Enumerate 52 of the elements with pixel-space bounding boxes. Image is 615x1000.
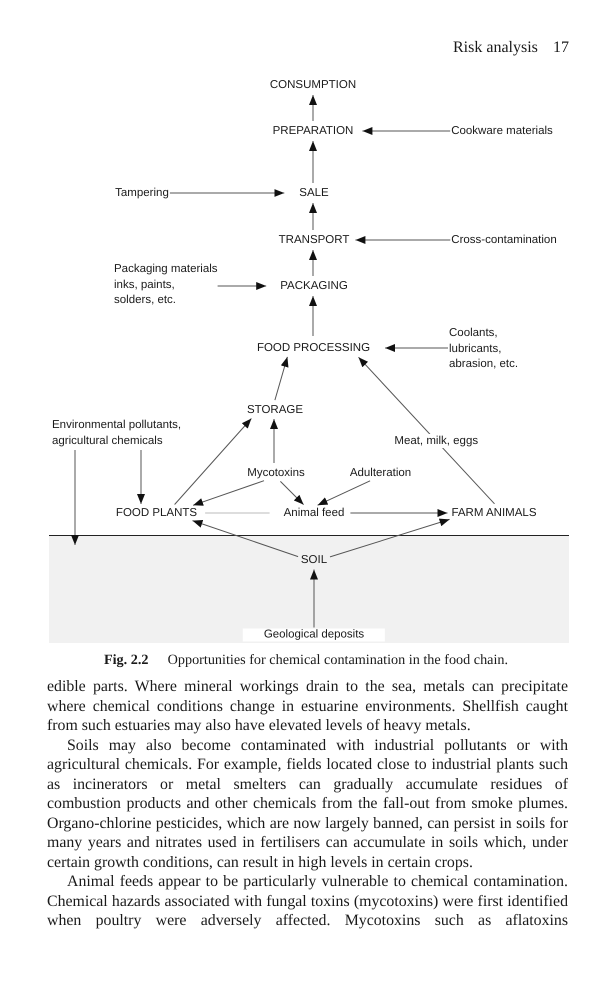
- body-paragraph: Soils may also become contaminated with industrial pollutants or with agricultural chemicals. For example, fields located close to industrial plants such as incinerators or metal smelters can gradually accumulate residues of combustion products and other chemicals from the fall-out from smoke plumes. Organo-chlorine pesticides, which are now largely banned, can persist in soils for many years and nitrates used in fertilisers can accumulate in soils which, under certain growth conditions, can result in high levels in certain crops.: [47, 736, 568, 872]
- arrow: [309, 94, 317, 122]
- arrow: [309, 202, 317, 230]
- edge-label: Meat, milk, eggs: [392, 434, 480, 448]
- arrow: [358, 356, 495, 504]
- source-label: Environmental pollutants, agricultural chemicals: [52, 418, 182, 449]
- figure-caption: Fig. 2.2 Opportunities for chemical contamination in the food chain.: [104, 652, 508, 668]
- arrow: [317, 480, 371, 506]
- source-label: Cookware materials: [451, 124, 553, 138]
- arrow: [274, 356, 288, 401]
- stage-label: STORAGE: [246, 403, 304, 417]
- arrow: [362, 127, 451, 135]
- source-label: Mycotoxins: [247, 466, 305, 480]
- stage-label: SOIL: [300, 552, 328, 566]
- page-number: 17: [553, 39, 569, 57]
- arrow: [309, 140, 317, 184]
- stage-label: FOOD PLANTS: [116, 506, 198, 520]
- arrow: [280, 480, 304, 506]
- stage-label: CONSUMPTION: [270, 78, 356, 92]
- arrow: [354, 236, 451, 244]
- running-head: Risk analysis: [453, 39, 538, 57]
- source-label: Packaging materials inks, paints, solders, etc.: [114, 262, 218, 308]
- arrow: [192, 480, 264, 506]
- stage-label: FARM ANIMALS: [452, 506, 536, 520]
- source-label: Geological deposits: [242, 628, 386, 642]
- source-label: Tampering: [115, 186, 169, 200]
- stage-label: SALE: [299, 186, 329, 200]
- stage-label: PACKAGING: [280, 279, 348, 293]
- soil-band: [49, 535, 569, 642]
- arrow: [310, 569, 318, 628]
- arrow: [270, 418, 278, 464]
- body-paragraph: edible parts. Where mineral workings drain to the sea, metals can precipitate where chemical conditions change in estuarine environments. Shellfish caught from such estuaries may also have elevated levels of heavy metals.: [47, 677, 568, 736]
- arrow: [137, 450, 145, 504]
- body-paragraph: Animal feeds appear to be particularly vulnerable to chemical contamination. Chemical hazards associated with fungal toxins (mycotoxins) were first identified when poultry were adversely affected. Mycotoxins such as aflatoxins: [47, 872, 568, 930]
- arrow: [330, 518, 450, 558]
- arrow: [309, 250, 317, 276]
- arrow: [309, 296, 317, 336]
- stage-label: Animal feed: [284, 506, 344, 520]
- source-label: Cross-contamination: [451, 233, 557, 247]
- source-label: Adulteration: [350, 466, 412, 480]
- arrow: [169, 189, 285, 197]
- arrow: [71, 450, 79, 546]
- arrow: [174, 418, 252, 505]
- arrow: [350, 509, 448, 517]
- stage-label: FOOD PROCESSING: [256, 341, 370, 355]
- stage-label: PREPARATION: [272, 124, 354, 138]
- source-label: Coolants, lubricants, abrasion, etc.: [449, 326, 518, 372]
- arrow: [192, 520, 299, 558]
- connector-line: [204, 512, 270, 514]
- arrow: [217, 282, 267, 290]
- stage-label: TRANSPORT: [278, 233, 350, 247]
- arrow: [384, 344, 448, 352]
